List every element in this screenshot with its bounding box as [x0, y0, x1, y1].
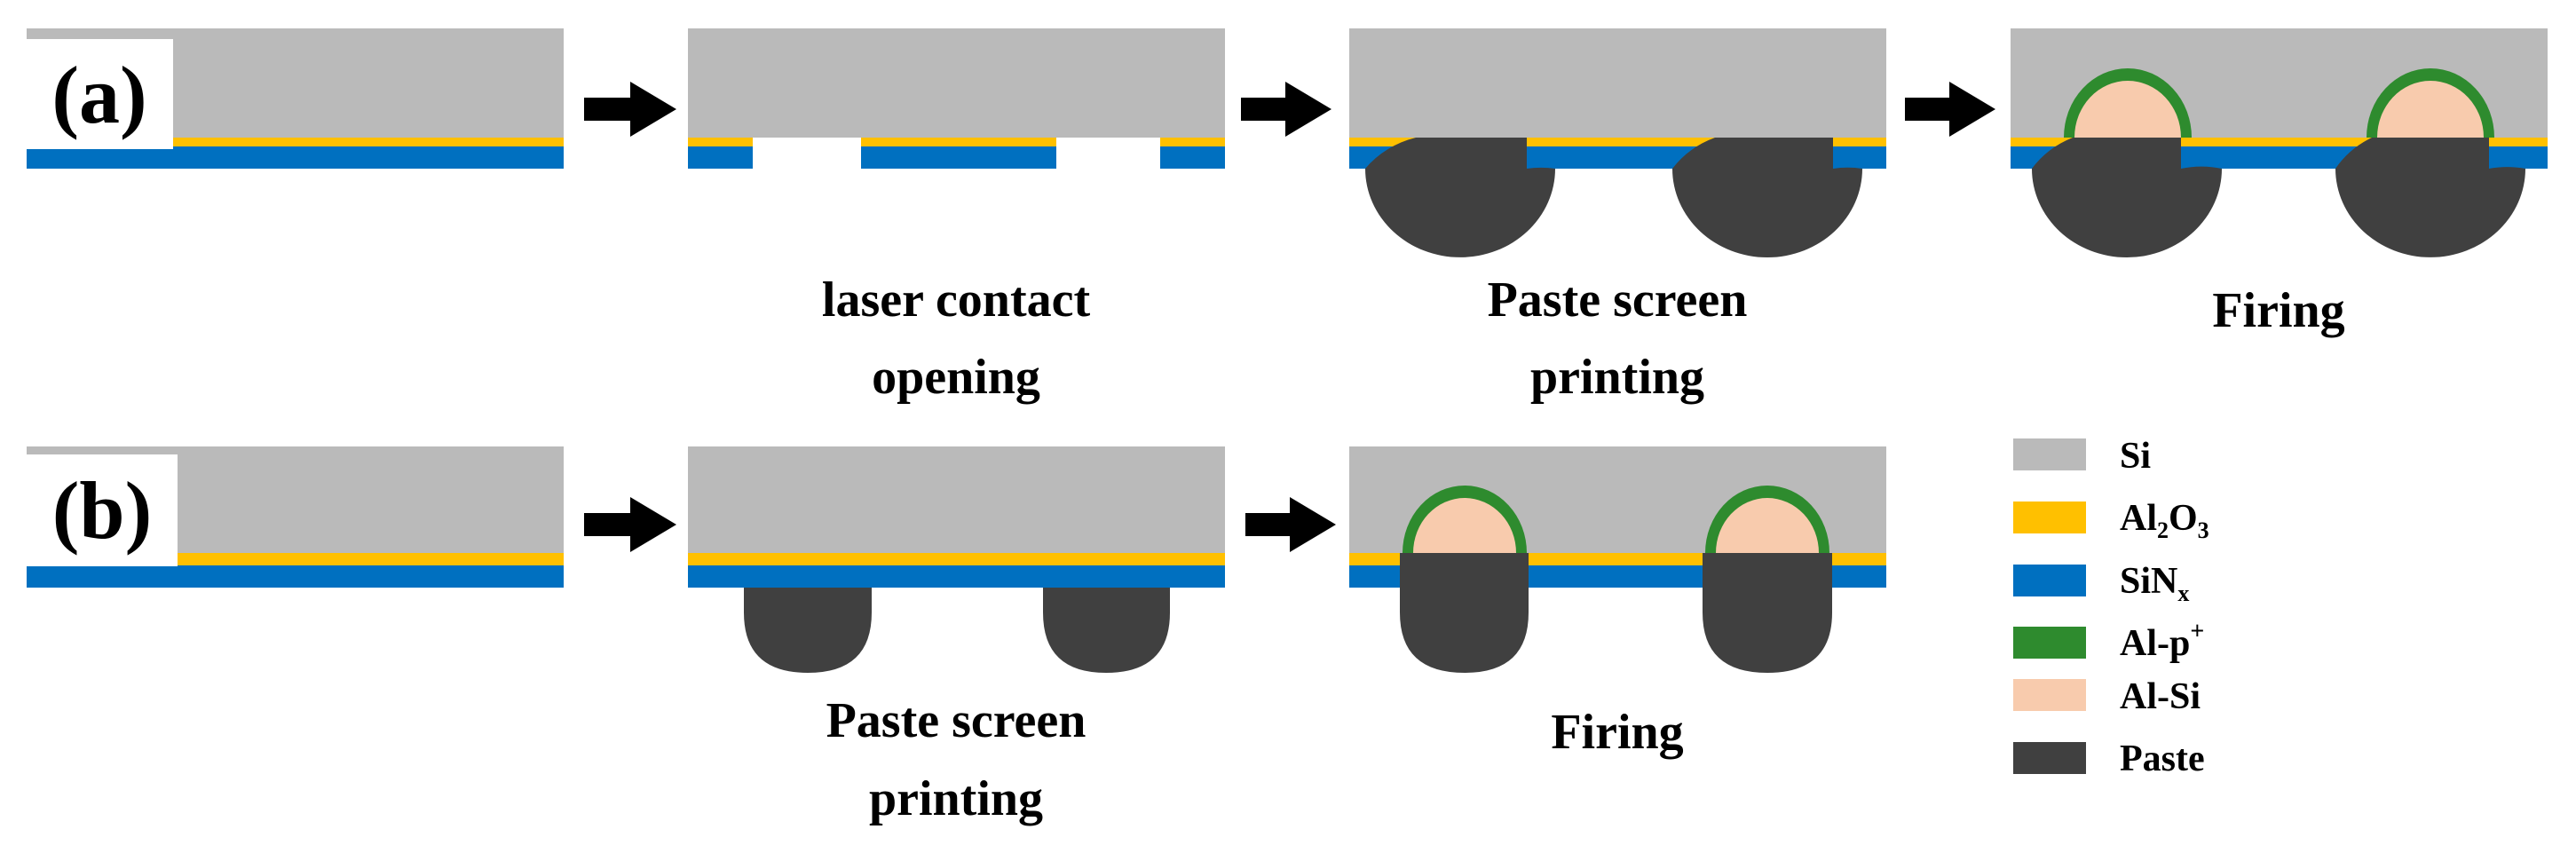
row-b-step-2-paste-printing: Paste screen printing [688, 446, 1225, 826]
arrow-icon [1245, 497, 1336, 552]
paste-contact [1703, 553, 1832, 673]
paste-contact [1365, 138, 1555, 257]
row-a-step-3-paste-printing: Paste screen printing [1349, 28, 1886, 405]
al-si-region [1716, 498, 1819, 553]
legend-label: Paste [2120, 738, 2205, 779]
row-b-step-3-firing: Firing [1349, 446, 1886, 760]
silicon-layer [688, 446, 1225, 553]
step-label-line: laser contact [822, 272, 1091, 328]
row-b-step-1-wafer: (b) [27, 446, 564, 588]
arrow-icon [1905, 82, 1995, 137]
legend-label: Al-Si [2120, 676, 2201, 717]
paste-contact [1043, 588, 1170, 673]
legend-swatch [2013, 438, 2086, 470]
al-si-region [2074, 81, 2181, 138]
legend-item-si: Si [2013, 436, 2151, 477]
legend-swatch [2013, 742, 2086, 774]
step-label-line: printing [1530, 350, 1704, 405]
paste-contact [744, 588, 872, 673]
paste-contact [1672, 138, 1862, 257]
legend-swatch [2013, 502, 2086, 533]
legend-label: Al-p+ [2120, 618, 2204, 664]
legend-label: Al2O3 [2120, 498, 2209, 543]
al2o3-layer [27, 138, 564, 146]
step-label-line: Paste screen [1488, 272, 1748, 328]
al2o3-layer [1349, 138, 1886, 146]
legend: Si Al2O3 SiNx Al-p+ Al-Si Paste [2013, 436, 2209, 779]
step-label-line: Firing [2212, 283, 2344, 338]
row-a-step-2-laser-opening: laser contact opening [688, 28, 1225, 405]
silicon-layer [688, 28, 1225, 138]
paste-contact [2335, 138, 2525, 257]
sinx-layer [688, 146, 1225, 169]
panel-label-a: (a) [51, 50, 146, 140]
panel-label-b: (b) [52, 465, 152, 556]
al2o3-layer [2011, 138, 2548, 146]
al-si-region [2377, 81, 2484, 138]
arrow-icon [584, 497, 676, 552]
step-label-line: Paste screen [826, 693, 1087, 748]
sinx-layer [688, 565, 1225, 588]
panel-label-box [27, 454, 178, 566]
silicon-layer [1349, 28, 1886, 138]
legend-swatch [2013, 679, 2086, 711]
legend-item-sinx: SiNx [2013, 561, 2189, 606]
legend-label: Si [2120, 436, 2151, 477]
legend-item-al-si: Al-Si [2013, 676, 2201, 717]
panel-label-box [27, 39, 173, 149]
legend-item-paste: Paste [2013, 738, 2205, 779]
al2o3-layer [688, 138, 1225, 146]
legend-item-al2o3: Al2O3 [2013, 498, 2209, 543]
sinx-layer [27, 146, 564, 169]
legend-swatch [2013, 565, 2086, 596]
contact-opening [753, 138, 861, 169]
step-label-line: opening [872, 350, 1040, 405]
paste-contact [1400, 553, 1529, 673]
contact-opening [1056, 138, 1160, 169]
legend-item-al-p-plus: Al-p+ [2013, 618, 2204, 664]
arrow-icon [584, 82, 676, 137]
al-si-region [1413, 498, 1516, 553]
al2o3-layer [688, 553, 1225, 565]
paste-contact [2032, 138, 2222, 257]
legend-label: SiNx [2120, 561, 2189, 606]
row-a-step-1-wafer: (a) [27, 28, 564, 169]
step-label-line: printing [869, 771, 1043, 826]
legend-swatch [2013, 627, 2086, 659]
row-a-step-4-firing: Firing [2011, 28, 2548, 338]
sinx-layer [27, 565, 564, 588]
arrow-icon [1241, 82, 1331, 137]
step-label-line: Firing [1551, 705, 1683, 760]
